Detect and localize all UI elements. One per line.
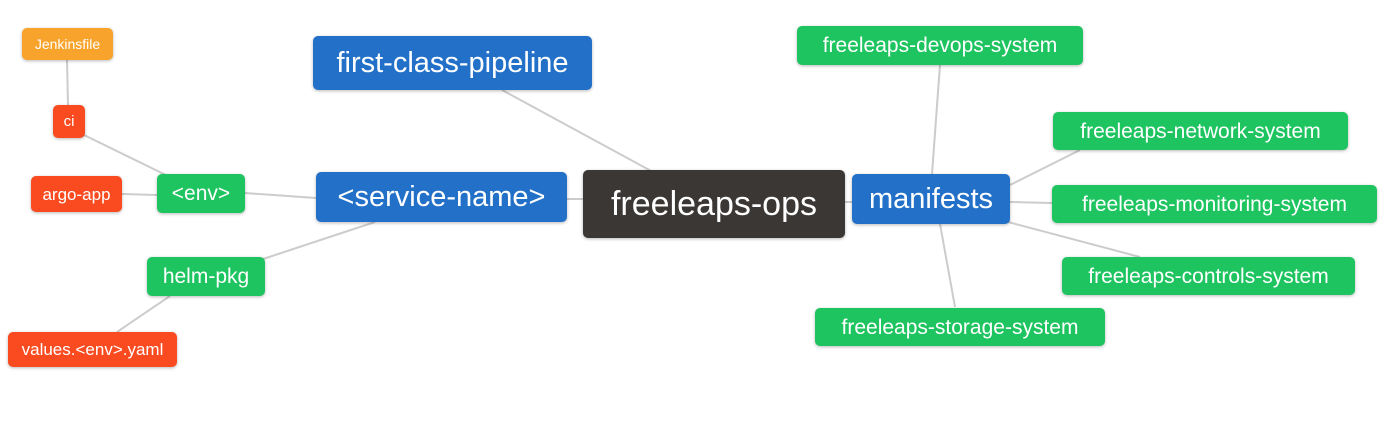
node-ci[interactable]: ci <box>53 105 85 138</box>
node-freeleaps-monitoring-system[interactable]: freeleaps-monitoring-system <box>1052 185 1377 223</box>
node-helm-pkg[interactable]: helm-pkg <box>147 257 265 296</box>
node-first-class-pipeline[interactable]: first-class-pipeline <box>313 36 592 90</box>
node-manifests[interactable]: manifests <box>852 174 1010 224</box>
node-service-name[interactable]: <service-name> <box>316 172 567 222</box>
node-argo-app[interactable]: argo-app <box>31 176 122 212</box>
node-freeleaps-ops[interactable]: freeleaps-ops <box>583 170 845 238</box>
node-freeleaps-storage-system[interactable]: freeleaps-storage-system <box>815 308 1105 346</box>
node-freeleaps-devops-system[interactable]: freeleaps-devops-system <box>797 26 1083 65</box>
node-values-env-yaml[interactable]: values.<env>.yaml <box>8 332 177 367</box>
node-freeleaps-controls-system[interactable]: freeleaps-controls-system <box>1062 257 1355 295</box>
node-freeleaps-network-system[interactable]: freeleaps-network-system <box>1053 112 1348 150</box>
node-env[interactable]: <env> <box>157 174 245 213</box>
node-jenkinsfile[interactable]: Jenkinsfile <box>22 28 113 60</box>
